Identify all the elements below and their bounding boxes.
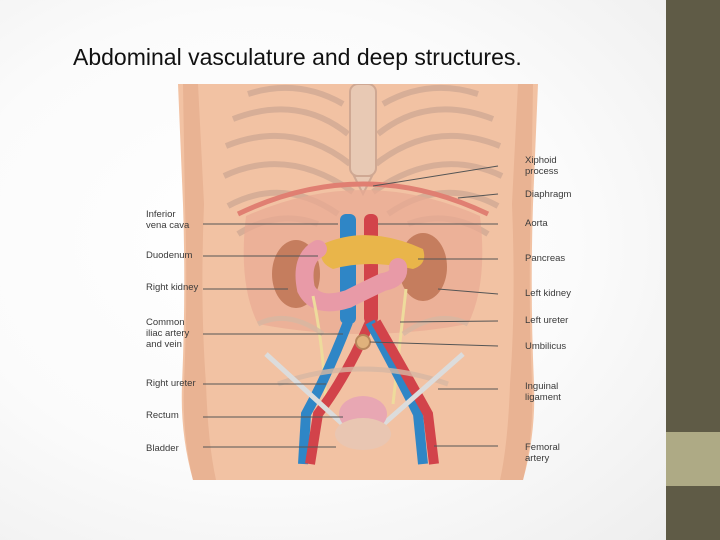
label-duodenum: Duodenum [146,250,193,261]
label-diaphragm: Diaphragm [525,189,572,200]
aorta [364,214,378,324]
label-bladder: Bladder [146,443,179,454]
duodenum [295,240,408,312]
right-femoral-vein [365,319,428,465]
label-rectum: Rectum [146,410,179,421]
slide-title: Abdominal vasculature and deep structure… [73,44,522,70]
label-inferior-vena-cava: Inferior vena cava [146,209,190,231]
label-femoral-artery: Femoral artery [525,442,560,464]
sidebar-accent-block [666,432,720,486]
label-xiphoid-process: Xiphoid process [525,155,559,177]
label-right-kidney: Right kidney [146,282,199,293]
left-ureter [391,288,408,405]
anatomy-diagram: Inferior vena cava Duodenum Right kidney… [138,83,588,480]
label-inguinal-ligament: Inguinal ligament [525,381,561,403]
label-umbilicus: Umbilicus [525,341,567,352]
diaphragm [236,181,490,217]
label-right-ureter: Right ureter [146,378,196,389]
label-common-iliac-artery-and-vein: Common iliac artery and vein [146,317,190,350]
label-pancreas: Pancreas [525,253,566,264]
sternum [349,83,377,177]
label-aorta: Aorta [525,218,548,229]
right-ureter [311,295,328,405]
umbilicus [355,334,371,350]
label-left-ureter: Left ureter [525,315,569,326]
anatomy-illustration [178,83,538,480]
bladder [335,418,391,450]
label-left-kidney: Left kidney [525,288,571,299]
common-iliac-vein [298,320,353,465]
leader-lines [203,165,499,448]
left-inguinal-ligament [376,352,465,431]
